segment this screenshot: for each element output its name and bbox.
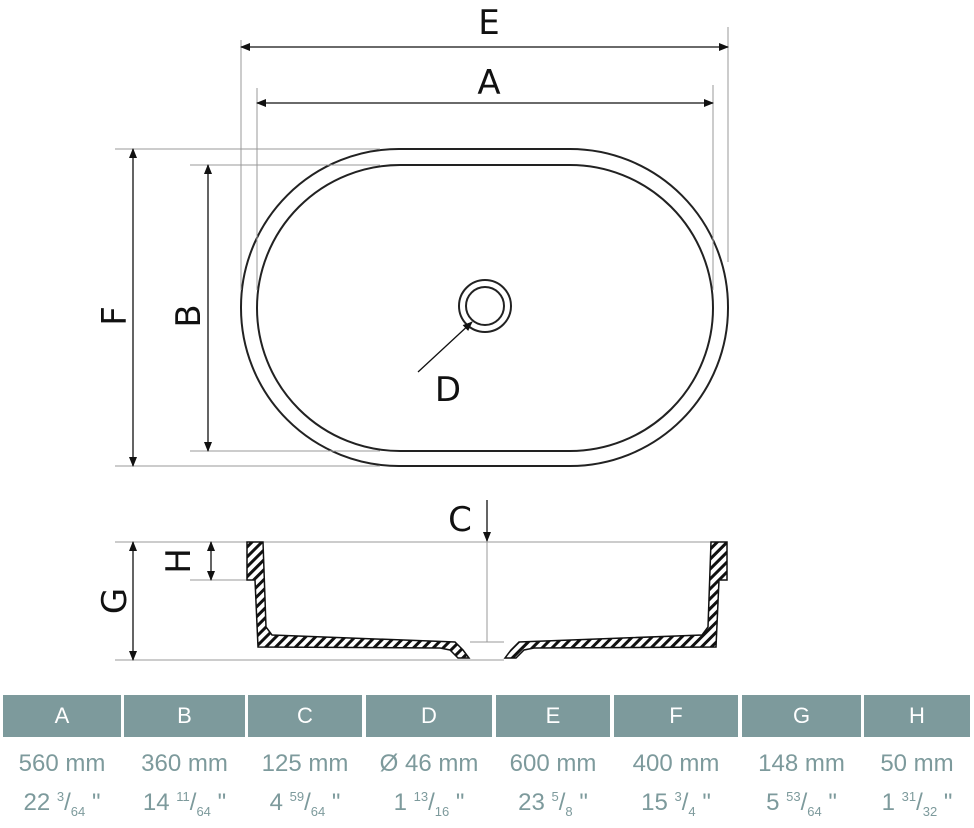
drain-inner (465, 286, 505, 326)
label-d: D (435, 370, 461, 410)
table-value-c: 125 mm 4 59/64 " (242, 747, 368, 819)
table-value-e: 600 mm 23 5/8 " (490, 747, 616, 819)
table-header-a: A (3, 695, 121, 737)
table-header-f: F (614, 695, 738, 737)
inch-denominator: 64 (70, 804, 86, 819)
table-value-b: 360 mm 14 11/64 " (118, 747, 251, 819)
inch-whole: 23 (518, 789, 545, 816)
inch-numerator: 13 (413, 789, 429, 804)
table-value-g: 148 mm 5 53/64 " (736, 747, 867, 819)
table-header-e: E (496, 695, 610, 737)
inch-numerator: 3 (674, 789, 682, 804)
inch-whole: 15 (641, 789, 668, 816)
value-mm: 400 mm (632, 750, 720, 777)
table-value-d: Ø 46 mm 1 13/16 " (360, 747, 498, 819)
table-header-g: G (742, 695, 861, 737)
inch-numerator: 59 (289, 789, 305, 804)
label-f: F (95, 306, 135, 326)
table-header-c: C (248, 695, 362, 737)
value-inches: 15 3/4 " (641, 789, 711, 819)
basin-inner-rim (256, 164, 714, 452)
inch-whole: 14 (142, 789, 170, 816)
inch-mark: " (331, 789, 341, 816)
inch-denominator: 64 (807, 804, 822, 819)
inch-whole: 1 (881, 789, 895, 816)
technical-drawing: E A F B D C H G (95, 3, 729, 661)
label-c: C (448, 500, 472, 540)
inch-whole: 4 (269, 789, 283, 816)
table-value-f: 400 mm 15 3/4 " (608, 747, 744, 819)
label-e: E (478, 3, 499, 43)
value-mm: 560 mm (18, 750, 106, 777)
value-mm: 600 mm (509, 750, 597, 777)
value-inches: 1 31/32 " (881, 789, 953, 819)
inch-mark: " (943, 789, 953, 816)
inch-mark: " (455, 789, 465, 816)
value-mm: Ø 46 mm (379, 750, 479, 777)
inch-denominator: 64 (310, 804, 326, 819)
top-view (115, 27, 729, 467)
value-mm: 125 mm (261, 750, 349, 777)
label-b: B (169, 304, 209, 327)
value-mm: 50 mm (880, 750, 954, 777)
label-a: A (477, 63, 500, 103)
value-inches: 5 53/64 " (766, 789, 837, 819)
table-value-a: 560 mm 22 3/64 " (0, 747, 127, 819)
inch-denominator: 4 (688, 804, 696, 819)
inch-whole: 22 (23, 789, 51, 816)
table-header-d: D (366, 695, 492, 737)
value-inches: 14 11/64 " (142, 789, 227, 819)
table-value-h: 50 mm 1 31/32 " (858, 747, 974, 819)
inch-denominator: 64 (196, 804, 211, 819)
inch-numerator: 3 (56, 789, 65, 804)
value-mm: 360 mm (141, 750, 228, 777)
inch-mark: " (579, 789, 588, 816)
drain-outer (458, 279, 512, 333)
inch-denominator: 8 (565, 804, 573, 819)
inch-numerator: 11 (176, 789, 190, 804)
section-wall-right (503, 541, 728, 659)
inch-mark: " (828, 789, 837, 816)
inch-denominator: 32 (922, 804, 938, 819)
value-inches: 1 13/16 " (393, 789, 465, 819)
table-header-h: H (864, 695, 970, 737)
inch-denominator: 16 (434, 804, 450, 819)
label-h: H (159, 548, 199, 574)
table-header-b: B (124, 695, 245, 737)
dimension-d-leader (417, 321, 473, 373)
inch-numerator: 31 (901, 789, 917, 804)
basin-outer-rim (240, 148, 729, 467)
inch-mark: " (217, 789, 227, 816)
value-mm: 148 mm (758, 750, 845, 777)
label-g: G (95, 588, 135, 614)
inch-numerator: 53 (786, 789, 801, 804)
inch-mark: " (702, 789, 711, 816)
inch-numerator: 5 (551, 789, 559, 804)
section-wall-left (246, 541, 471, 659)
value-inches: 23 5/8 " (518, 789, 588, 819)
dimensions-table: A 560 mm 22 3/64 " B 360 mm 14 11/64 " C 125 mm… (0, 695, 974, 819)
value-inches: 4 59/64 " (269, 789, 341, 819)
value-inches: 22 3/64 " (23, 789, 101, 819)
section-view (115, 500, 728, 661)
inch-mark: " (91, 789, 101, 816)
inch-whole: 5 (766, 789, 780, 816)
inch-whole: 1 (393, 789, 407, 816)
